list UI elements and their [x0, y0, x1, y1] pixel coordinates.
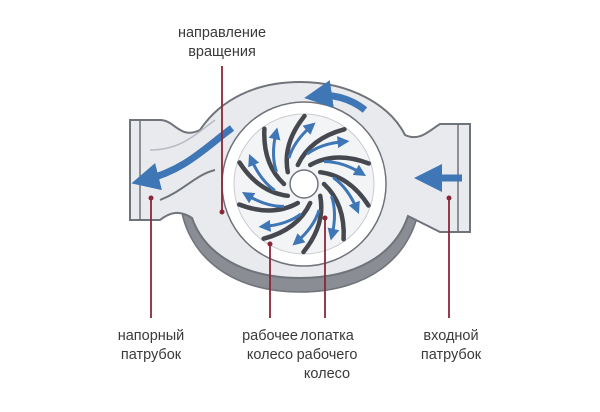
impeller-blade: [307, 155, 372, 168]
leader-dot-impeller: [267, 241, 273, 247]
leader-lines: [150, 66, 450, 318]
label-discharge-nozzle: напорный патрубок: [98, 327, 204, 365]
impeller-blade: [321, 181, 346, 242]
small-blue-arrow-icon: [258, 212, 302, 232]
small-blue-arrow-icon: [323, 160, 367, 177]
label-discharge-line-1: напорный: [117, 328, 185, 344]
impeller-flow-arrows: [241, 122, 367, 246]
discharge-flow-arrow-icon: [131, 125, 235, 191]
impeller-blade: [301, 193, 324, 255]
leader-dot-rotation: [219, 209, 225, 215]
impeller-blade: [295, 127, 347, 168]
label-blade-line-3: колесо: [303, 366, 351, 382]
impeller-blade: [236, 200, 301, 213]
small-blue-arrow-icon: [268, 127, 281, 173]
impeller-blade: [261, 200, 313, 241]
small-blue-arrow-icon: [332, 176, 360, 215]
impeller-blade: [317, 169, 371, 208]
impeller-blade: [237, 160, 291, 199]
impeller-blade: [262, 126, 287, 187]
small-blue-arrow-icon: [248, 153, 276, 192]
small-blue-arrow-icon: [287, 122, 316, 159]
discharge-channel-wall: [149, 119, 216, 151]
small-blue-arrow-icon: [241, 191, 285, 208]
label-inlet-line-2: патрубок: [420, 347, 482, 363]
leader-dot-inlet: [446, 195, 452, 201]
label-impeller: рабочее колесо: [222, 327, 318, 365]
small-blue-arrow-icon: [306, 136, 350, 156]
label-rotation-line-1: направление: [177, 25, 267, 41]
impeller-hub: [289, 169, 319, 199]
impeller-blade: [284, 113, 307, 175]
cutwater: [159, 169, 216, 201]
label-rotation-direction: направление вращения: [160, 24, 284, 62]
top-flow-arrow-icon: [304, 80, 368, 113]
label-impeller-line-1: рабочее: [242, 328, 298, 344]
label-rotation-line-2: вращения: [188, 44, 256, 60]
leader-dot-discharge: [148, 195, 154, 201]
label-inlet-line-1: входной: [423, 328, 479, 344]
label-blade-line-1: лопатка: [300, 328, 354, 344]
leader-dot-blade: [322, 215, 328, 221]
impeller-blades: [236, 113, 372, 255]
label-impeller-blade: лопатка рабочего колесо: [285, 327, 369, 384]
label-inlet-nozzle: входной патрубок: [404, 327, 498, 365]
small-blue-arrow-icon: [292, 209, 321, 246]
label-blade-line-2: рабочего: [296, 347, 358, 363]
label-impeller-line-2: колесо: [246, 347, 294, 363]
small-blue-arrow-icon: [327, 195, 340, 241]
label-discharge-line-2: патрубок: [120, 347, 182, 363]
